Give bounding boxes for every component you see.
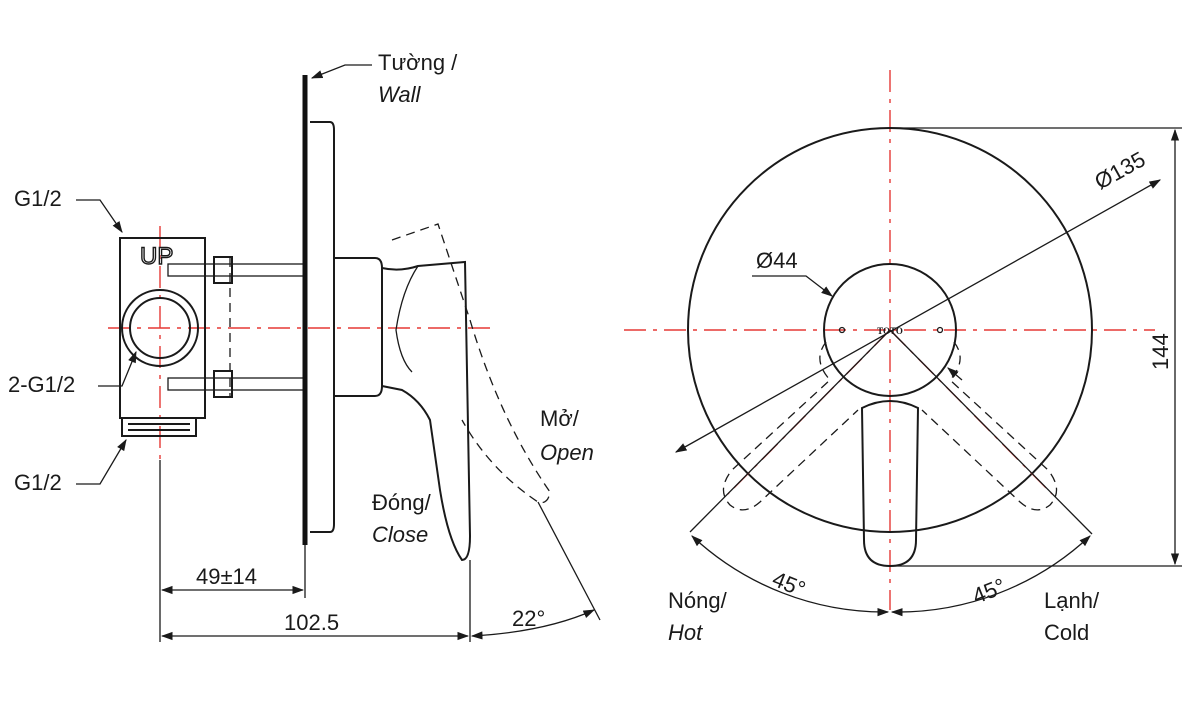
dim-plate-diameter-line	[674, 179, 1162, 453]
screw-right	[936, 326, 944, 334]
ext-cold-angle	[889, 329, 1093, 535]
lever-closed	[381, 260, 472, 562]
hot-label-en: Hot	[668, 620, 703, 645]
port-bottom-label: G1/2	[14, 470, 62, 495]
dim-height: 144	[1148, 333, 1173, 370]
side-view: UP Tường / Wall G1/2 2-G1	[8, 50, 601, 642]
dim-body-diameter-leader	[752, 275, 833, 297]
dim-lever-angle: 22°	[512, 606, 545, 631]
lever-cold-dashed	[921, 341, 1058, 511]
port-bottom-leader	[76, 438, 127, 485]
lever-closed-inner	[395, 265, 419, 373]
front-view: TOTO 45° 45° Ø135 Ø44 144 Nóng/ Hot	[624, 70, 1182, 645]
port-top-label: G1/2	[14, 186, 62, 211]
dim-hot-angle-arc	[691, 535, 890, 617]
side-port-inner	[129, 297, 191, 359]
port-side-leader	[98, 350, 137, 387]
wall-label-en: Wall	[378, 82, 421, 107]
cover-plate	[310, 121, 335, 533]
hot-label-vi: Nóng/	[668, 588, 728, 613]
port-side-label: 2-G1/2	[8, 372, 75, 397]
wall-label-vi: Tường /	[378, 50, 458, 75]
ext-lever-angle	[537, 501, 601, 621]
side-port-outer	[121, 289, 199, 367]
dim-cold-angle-arc	[890, 535, 1091, 617]
dim-hot-angle: 45°	[769, 566, 809, 602]
cold-label-en: Cold	[1044, 620, 1089, 645]
dim-cold-angle: 45°	[969, 573, 1009, 609]
dim-body-diameter-line	[947, 367, 963, 381]
lever-open	[391, 223, 551, 504]
dim-plate-diameter: Ø135	[1090, 146, 1149, 194]
bottom-port	[121, 418, 197, 437]
close-label-en: Close	[372, 522, 428, 547]
handle-body	[334, 257, 383, 397]
valve-body	[119, 237, 206, 419]
lever-hot-dashed	[722, 341, 859, 511]
open-label-en: Open	[540, 440, 594, 465]
dim-lever-angle-arc	[470, 609, 596, 640]
dim-total-depth: 102.5	[284, 610, 339, 635]
close-label-vi: Đóng/	[372, 490, 432, 515]
cold-label-vi: Lạnh/	[1044, 588, 1100, 613]
dim-wall-depth: 49±14	[196, 564, 257, 589]
dim-body-diameter: Ø44	[756, 248, 798, 273]
ext-hot-angle	[689, 329, 891, 533]
wall-leader	[310, 64, 372, 79]
port-top-leader	[76, 199, 123, 233]
open-label-vi: Mở/	[540, 406, 580, 431]
